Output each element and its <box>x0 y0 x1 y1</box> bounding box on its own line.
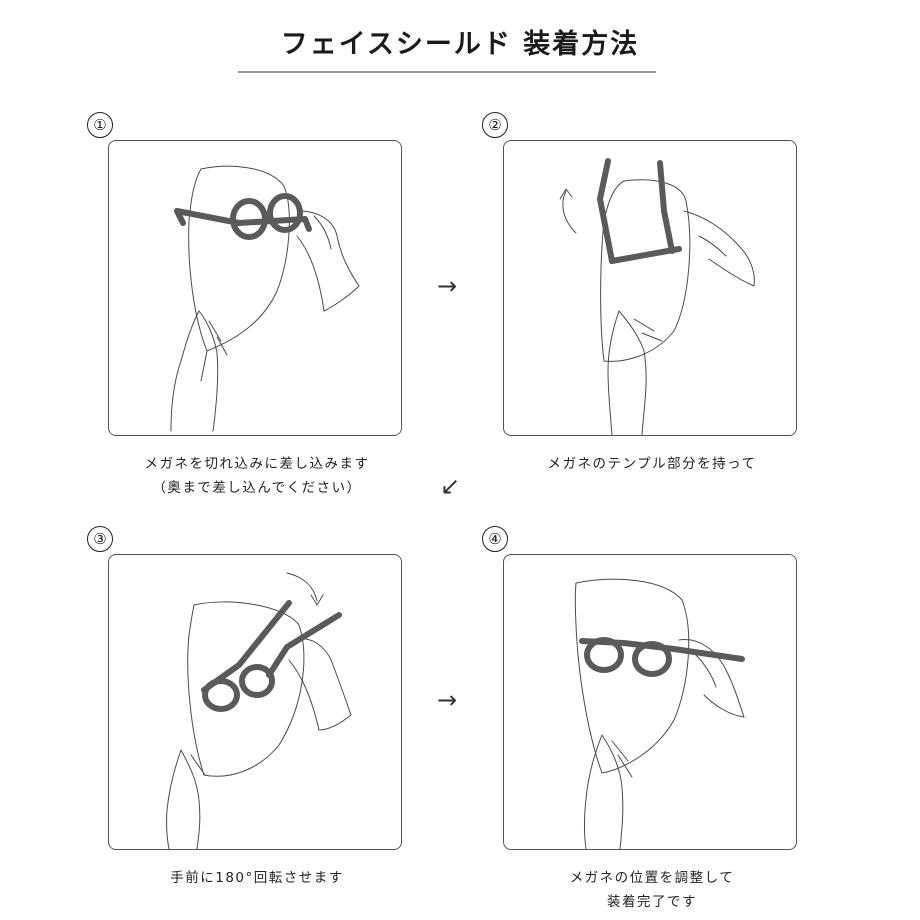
step-2-illustration <box>503 140 797 436</box>
step-1-caption: メガネを切れ込みに差し込みます （奥まで差し込んでください） <box>92 452 422 500</box>
arrow-down-left: ↙ <box>440 472 461 500</box>
step-3-number: ③ <box>87 526 113 552</box>
arrow-right-1: → <box>437 272 458 300</box>
step-4-caption-line1: メガネの位置を調整して <box>569 870 735 886</box>
step-3-illustration <box>108 554 402 850</box>
arrow-right-2: → <box>437 686 458 714</box>
step-4-illustration <box>503 554 797 850</box>
step-4-drawing <box>574 578 745 849</box>
page-title: フェイスシールド 装着方法 <box>280 29 640 60</box>
step-2-caption-line1: メガネのテンプル部分を持って <box>547 456 757 472</box>
step-2-number: ② <box>482 112 508 138</box>
step-2-drawing <box>559 158 755 435</box>
step-3-caption-line1: 手前に180°回転させます <box>170 870 344 886</box>
step-4-caption: メガネの位置を調整して 装着完了です <box>487 866 817 914</box>
step-1-number: ① <box>87 112 113 138</box>
step-2-caption: メガネのテンプル部分を持って <box>487 452 817 476</box>
step-1-drawing <box>170 165 360 432</box>
step-4-caption-line2: 装着完了です <box>607 894 697 910</box>
step-1-caption-line1: メガネを切れ込みに差し込みます <box>144 456 370 472</box>
step-1-illustration <box>108 140 402 436</box>
step-4-number: ④ <box>482 526 508 552</box>
step-3-caption: 手前に180°回転させます <box>92 866 422 890</box>
step-1-caption-line2: （奥まで差し込んでください） <box>152 480 362 496</box>
title-underline <box>238 71 656 73</box>
step-3-drawing <box>166 572 352 849</box>
